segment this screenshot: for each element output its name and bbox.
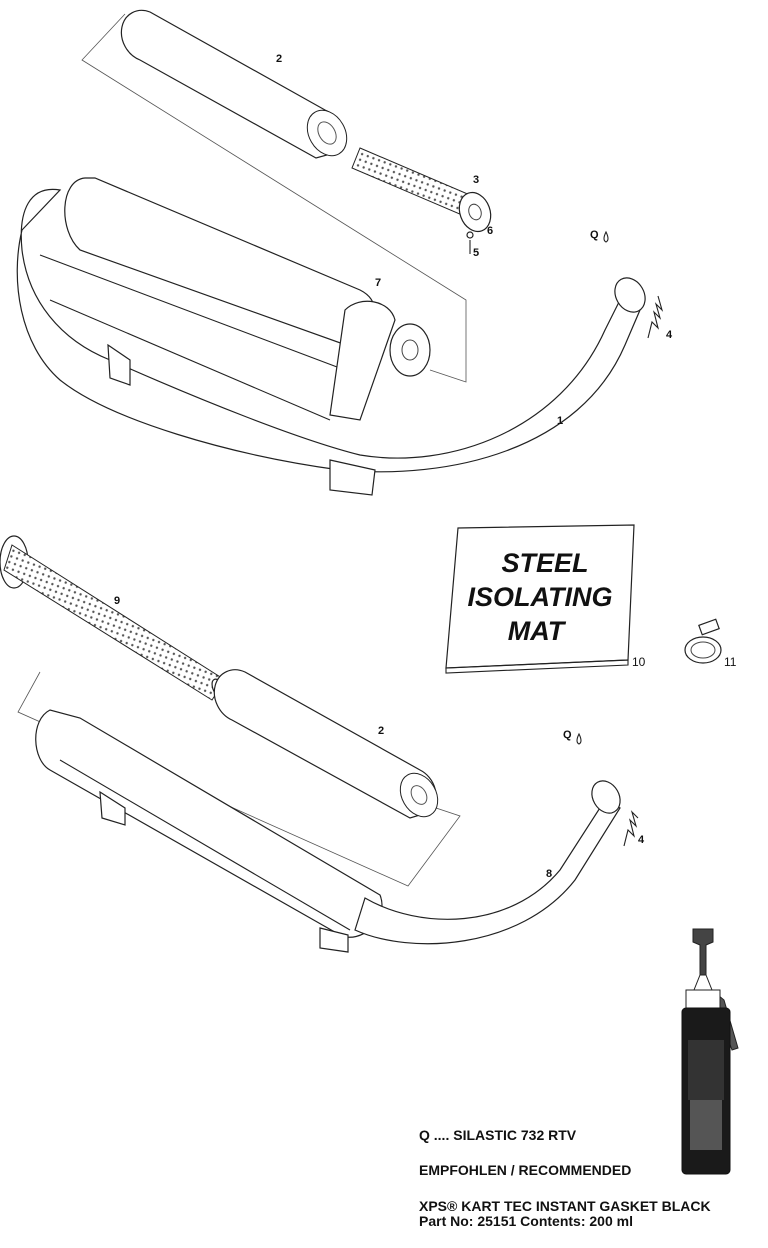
callout-4-lower: 4	[638, 834, 645, 846]
callout-7: 7	[375, 277, 381, 289]
product-name: XPS® KART TEC INSTANT GASKET BLACK	[419, 1198, 711, 1214]
recommended-note: EMPFOHLEN / RECOMMENDED	[419, 1162, 632, 1178]
callout-11: 11	[724, 655, 737, 669]
lower-guide-lines	[17, 671, 461, 887]
mat-label-line1: STEEL	[501, 548, 588, 578]
spring-upper	[647, 295, 664, 339]
callout-2-upper: 2	[276, 53, 282, 65]
exhaust-body-upper	[16, 177, 646, 496]
perforated-tube-lower	[0, 535, 229, 702]
hose-clamp	[684, 618, 722, 664]
sealant-tube-image	[681, 928, 739, 1175]
inner-tube-upper	[351, 147, 492, 254]
mat-label-line2: ISOLATING	[468, 582, 613, 612]
callout-1: 1	[557, 415, 563, 427]
callout-6: 6	[487, 225, 493, 237]
spring-lower	[623, 810, 639, 847]
packing-lower	[213, 669, 439, 819]
callout-5: 5	[473, 247, 479, 259]
callout-8: 8	[546, 868, 552, 880]
callout-3: 3	[473, 174, 479, 186]
exhaust-body-lower	[35, 709, 621, 953]
packing-upper	[120, 9, 348, 159]
steel-isolating-mat: STEEL ISOLATING MAT	[445, 524, 635, 674]
part-info: Part No: 25151 Contents: 200 ml	[419, 1213, 633, 1229]
callout-9: 9	[114, 595, 120, 607]
callout-4-upper: 4	[666, 329, 673, 341]
callout-q-lower: Q	[563, 729, 572, 741]
sealant-note: Q .... SILASTIC 732 RTV	[419, 1127, 577, 1143]
droplet-icon	[603, 230, 609, 243]
droplet-icon	[576, 732, 582, 745]
callout-2-lower: 2	[378, 725, 384, 737]
callout-10: 10	[632, 655, 646, 669]
upper-guide-lines	[81, 13, 467, 383]
callout-q-upper: Q	[590, 229, 599, 241]
mat-label-line3: MAT	[508, 616, 567, 646]
